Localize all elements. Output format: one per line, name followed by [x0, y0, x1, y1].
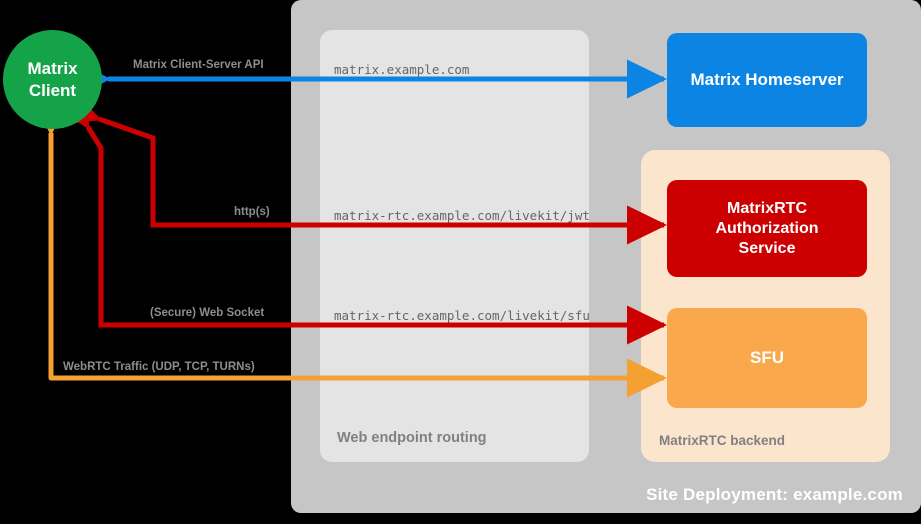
endpoint-label-livekit-jwt: matrix-rtc.example.com/livekit/jwt [334, 208, 590, 223]
site-deployment-label: Site Deployment: example.com [646, 485, 903, 504]
node-matrixrtc-authorization-service[interactable]: MatrixRTC Authorization Service [667, 180, 867, 277]
matrix-client-label-line2: Client [28, 80, 77, 100]
node-sfu[interactable]: SFU [667, 308, 867, 408]
sfu-label: SFU [750, 348, 784, 368]
auth-service-label-line2: Authorization [715, 219, 819, 237]
flow-label-client-server-api: Matrix Client-Server API [133, 59, 264, 71]
flow-label-http-s: http(s) [234, 206, 270, 218]
flow-label-secure-web-socket: (Secure) Web Socket [150, 307, 265, 319]
node-matrix-homeserver[interactable]: Matrix Homeserver [667, 33, 867, 127]
flow-label-webrtc-traffic: WebRTC Traffic (UDP, TCP, TURNs) [63, 361, 255, 373]
node-matrix-client[interactable]: Matrix Client [3, 30, 102, 129]
endpoint-label-matrix-example-com: matrix.example.com [334, 62, 470, 77]
matrix-client-label-line1: Matrix [27, 59, 78, 79]
web-endpoint-routing-label: Web endpoint routing [337, 430, 487, 446]
connector-webrtc-traffic [31, 95, 667, 398]
matrix-homeserver-label: Matrix Homeserver [690, 70, 844, 90]
endpoint-label-livekit-sfu: matrix-rtc.example.com/livekit/sfu [334, 308, 590, 323]
matrixrtc-backend-label: MatrixRTC backend [659, 433, 786, 448]
auth-service-label-line1: MatrixRTC [726, 199, 807, 217]
auth-service-label-line3: Service [738, 239, 796, 257]
